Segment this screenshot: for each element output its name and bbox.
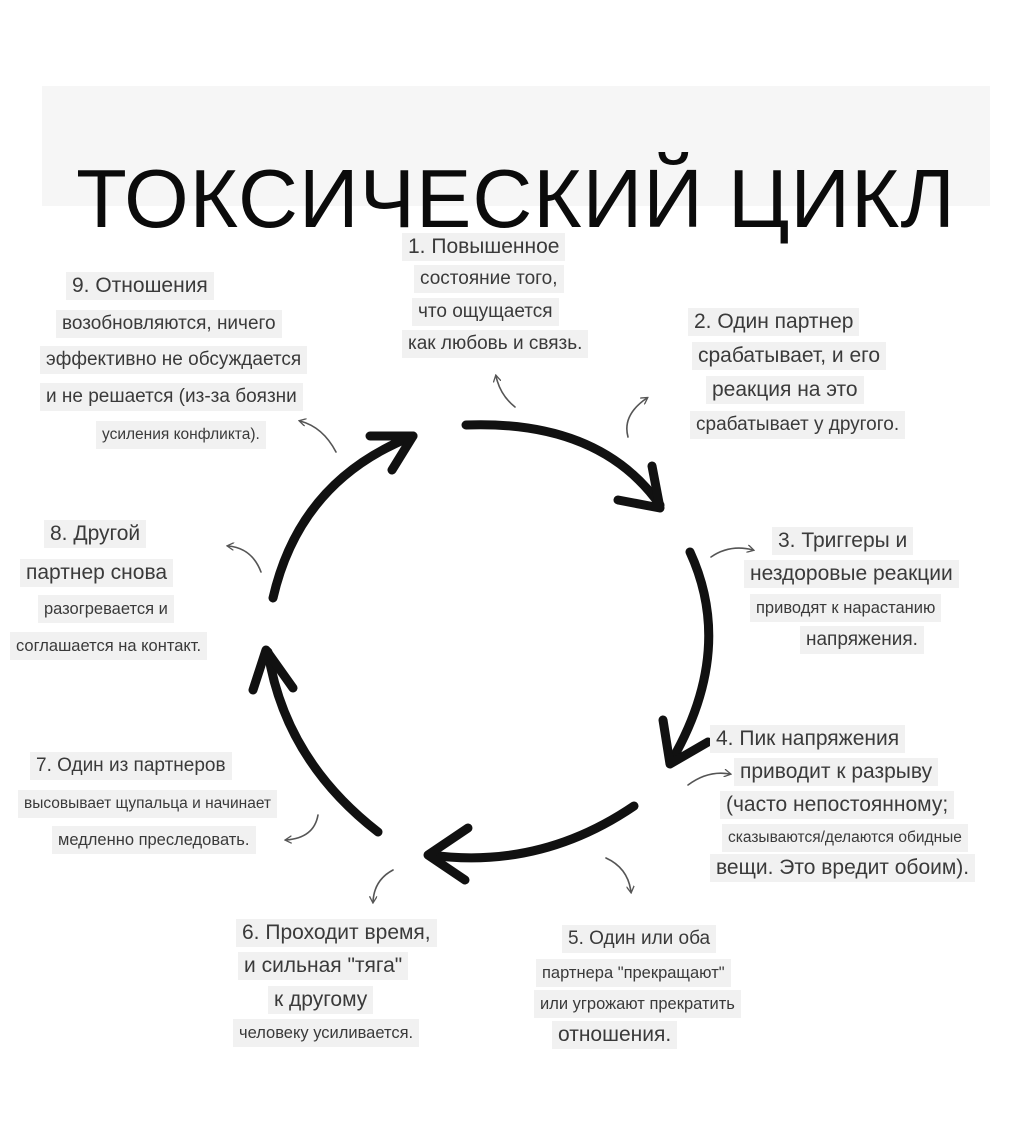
step-6-line-2: и сильная "тяга": [238, 952, 409, 980]
pointer-arrow-9: [300, 421, 337, 453]
pointer-arrow-2: [626, 398, 647, 438]
step-2-line-2: срабатывает, и его: [692, 342, 886, 370]
pointer-arrow-7: [286, 814, 319, 840]
step-3-line-1: 3. Триггеры и: [772, 527, 914, 555]
step-7-line-2: высовывает щупальца и начинает: [18, 790, 278, 818]
step-7-line-1: 7. Один из партнеров: [30, 752, 232, 780]
step-3-line-4: напряжения.: [800, 626, 924, 654]
step-4-line-3: (часто непостоянному;: [720, 791, 955, 819]
cycle-arrow-1: [461, 420, 665, 510]
step-5-line-3: или угрожают прекратить: [534, 990, 741, 1018]
step-9-line-2: возобновляются, ничего: [56, 310, 282, 338]
step-5-line-1: 5. Один или оба: [562, 925, 717, 953]
step-1-line-4: как любовь и связь.: [402, 330, 589, 358]
cycle-arrow-5: [268, 431, 418, 603]
step-9-line-1: 9. Отношения: [66, 272, 214, 300]
step-4-line-2: приводит к разрыву: [734, 758, 939, 786]
step-4-line-5: вещи. Это вредит обоим).: [710, 854, 976, 882]
page-title: ТОКСИЧЕСКИЙ ЦИКЛ: [76, 151, 956, 245]
pointer-arrow-4: [687, 773, 730, 786]
cycle-arrow-5-head: [365, 431, 418, 475]
step-2-line-4: срабатывает у другого.: [690, 411, 906, 439]
step-9-line-4: и не решается (из-за боязни: [40, 383, 303, 411]
step-8-line-1: 8. Другой: [44, 520, 147, 548]
step-4-line-1: 4. Пик напряжения: [710, 725, 906, 753]
step-2-line-1: 2. Один партнер: [688, 308, 860, 336]
step-6-line-4: человеку усиливается.: [233, 1019, 420, 1047]
step-8-line-3: разогревается и: [38, 595, 174, 623]
cycle-arrow-2-head: [658, 715, 713, 769]
step-1-line-3: что ощущается: [412, 298, 559, 326]
pointer-arrow-6: [373, 869, 394, 902]
step-5-line-2: партнера "прекращают": [536, 959, 731, 987]
step-8-line-4: соглашается на контакт.: [10, 632, 208, 660]
step-1-line-1: 1. Повышенное: [402, 233, 566, 261]
cycle-arrow-2: [667, 547, 714, 765]
title-background: [42, 86, 990, 206]
step-3-line-2: нездоровые реакции: [744, 560, 959, 588]
cycle-arrow-4-head: [248, 645, 298, 695]
cycle-arrow-4: [263, 647, 383, 837]
pointer-arrow-8: [228, 546, 262, 573]
cycle-arrow-1-head: [613, 461, 665, 513]
pointer-arrow-3: [710, 548, 753, 558]
step-7-line-3: медленно преследовать.: [52, 826, 256, 854]
step-1-line-2: состояние того,: [414, 265, 564, 293]
cycle-arrow-3-head: [423, 823, 473, 885]
cycle-arrow-3: [425, 801, 639, 863]
step-4-line-4: сказываются/делаются обидные: [722, 824, 968, 852]
pointer-arrow-1: [496, 376, 516, 408]
step-5-line-4: отношения.: [552, 1021, 678, 1049]
step-6-line-3: к другому: [268, 986, 374, 1014]
step-8-line-2: партнер снова: [20, 559, 174, 587]
step-9-line-3: эффективно не обсуждается: [40, 346, 308, 374]
step-6-line-1: 6. Проходит время,: [236, 919, 437, 947]
step-2-line-3: реакция на это: [706, 376, 864, 404]
pointer-arrow-5: [605, 857, 631, 892]
step-9-line-5: усиления конфликта).: [96, 421, 266, 449]
step-3-line-3: приводят к нарастанию: [750, 594, 942, 622]
